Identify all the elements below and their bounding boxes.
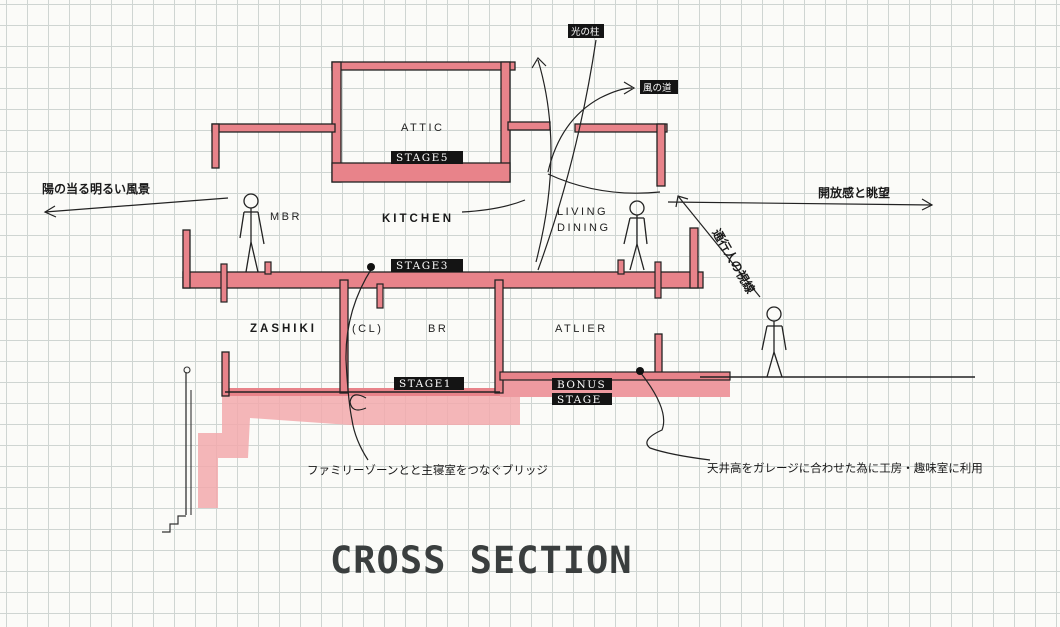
wind-path-label: 風の道 [643, 82, 672, 94]
room-label-living: LIVING [557, 206, 608, 218]
note-passerby: 通行人の視線 [709, 226, 758, 296]
room-label-kitchen: KITCHEN [382, 213, 454, 225]
bonus-stage-tag: BONUS STAGE [552, 378, 612, 406]
lower-floor-structure [221, 279, 731, 397]
stage1-label: STAGE1 [399, 378, 452, 390]
bridge-marker-dot [367, 263, 375, 271]
room-label-atlier: ATLIER [555, 323, 608, 335]
diagram-title: CROSS SECTION [330, 539, 633, 582]
room-label-br: BR [428, 323, 448, 335]
note-sunny-view: 陽の当る明るい風景 [42, 181, 150, 196]
bonus-label-line1: BONUS [557, 379, 606, 391]
main-floor-structure [182, 227, 704, 303]
person-figure-passerby [761, 306, 787, 378]
bonus-marker-dot [636, 367, 644, 375]
foundation-wash [198, 377, 730, 508]
light-pillar-tag: 光の柱 [568, 24, 604, 38]
room-label-cl: (CL) [352, 323, 383, 335]
note-workshop: 天井高をガレージに合わせた為に工房・趣味室に利用 [707, 461, 983, 475]
wind-path-tag: 風の道 [640, 80, 678, 94]
ground-and-steps [162, 366, 975, 533]
stage1-tag: STAGE1 [394, 377, 464, 390]
light-pillar-label: 光の柱 [571, 26, 600, 38]
room-label-mbr: MBR [270, 211, 302, 223]
stage3-label: STAGE3 [396, 260, 449, 272]
attic-structure [211, 61, 668, 187]
person-figure-mbr [239, 193, 265, 273]
room-label-zashiki: ZASHIKI [250, 323, 317, 335]
note-openness: 開放感と眺望 [818, 185, 890, 200]
stage3-tag: STAGE3 [391, 259, 463, 272]
note-bridge: ファミリーゾーンとと主寝室をつなぐブリッジ [307, 463, 548, 477]
room-label-dining: DINING [557, 222, 611, 234]
room-label-attic: ATTIC [401, 122, 444, 134]
annotation-lines [43, 39, 934, 461]
stage5-tag: STAGE5 [391, 151, 463, 164]
bonus-label-line2: STAGE [557, 394, 602, 406]
person-figure-living [623, 200, 648, 271]
stage5-label: STAGE5 [396, 152, 449, 164]
